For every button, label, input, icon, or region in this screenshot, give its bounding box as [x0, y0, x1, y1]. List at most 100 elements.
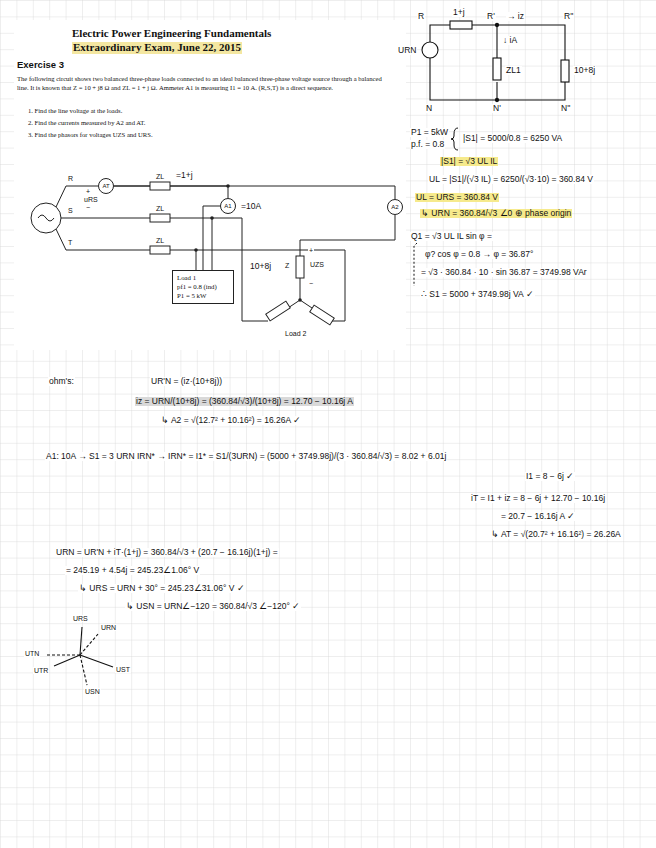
node-text: pf1 = 0.8 (ind)	[177, 283, 229, 292]
question-item: 3. Find the phasors for voltages UZS and…	[28, 132, 153, 139]
circuit-label: UTN	[24, 650, 40, 657]
wire	[61, 218, 150, 219]
highlighted-note: |S1| = √3 UL IL	[440, 157, 498, 166]
bracket	[414, 243, 417, 286]
phasor-diagram	[54, 655, 80, 666]
handwritten-note: A1: 10A → S1 = 3 URN IRN* → IRN* = I1* =…	[45, 452, 447, 461]
handwritten-note: φ? cos φ = 0.8 → φ = 36.87°	[424, 250, 534, 259]
handwritten-note: =1+j	[175, 171, 194, 180]
handwritten-note: URN	[397, 46, 417, 55]
handwritten-note: UL = |S1|/(√3 IL) = 6250/(√3·10) = 360.8…	[428, 175, 594, 184]
equivalent-circuit	[493, 58, 501, 80]
handwritten-note: N	[425, 104, 433, 113]
handwritten-note: URN = UR'N + iT·(1+j) = 360.84/√3 + (20.…	[55, 548, 279, 557]
handwritten-note: p.f. = 0.8	[410, 140, 445, 149]
circuit-label: URS	[72, 615, 89, 622]
resistor-symbol	[310, 305, 334, 325]
circuit-label: ZL	[155, 205, 165, 212]
node-text: A1	[224, 203, 231, 209]
circuit-label: T	[67, 239, 73, 246]
equivalent-circuit	[495, 23, 498, 26]
handwritten-note: = √3 · 360.84 · 10 · sin 36.87 = 3749.98…	[420, 268, 588, 277]
question-item: 1. Find the line voltage at the loads.	[28, 108, 122, 115]
equivalent-circuit	[430, 58, 565, 100]
handwritten-note: = 245.19 + 4.54j = 245.23∠1.06° V	[65, 566, 200, 575]
resistor-symbol	[150, 182, 334, 325]
equivalent-circuit	[422, 21, 569, 102]
node-text: Load 1	[177, 274, 229, 283]
circuit-label: ZL	[155, 237, 165, 244]
wire	[300, 215, 395, 256]
handwritten-note: I1 = 8 − 6j ✓	[525, 472, 575, 481]
highlighted-note: UL = URS = 360.84 V	[415, 193, 499, 202]
problem-statement: The following circuit shows two balanced…	[17, 75, 389, 92]
equivalent-circuit	[422, 42, 438, 58]
load-box: Load 1pf1 = 0.8 (ind)P1 = 5 kW	[172, 270, 234, 304]
equivalent-circuit	[450, 21, 472, 29]
circuit-label: Z	[284, 262, 290, 269]
wire	[56, 186, 395, 321]
equivalent-circuit	[472, 25, 565, 60]
resistor-symbol	[296, 256, 304, 278]
handwritten-note: ZL1	[505, 66, 522, 75]
ammeter-symbol: A2	[387, 199, 403, 215]
circuit-label: USN	[84, 688, 101, 695]
bracket	[414, 128, 458, 286]
source-symbol	[38, 215, 54, 221]
node-text: A2	[391, 204, 398, 210]
ammeter-symbol: AT	[98, 178, 114, 194]
handwritten-note: ↳ A2 = √(12.7² + 10.16²) = 16.26A ✓	[160, 416, 302, 425]
source-symbol	[31, 203, 61, 233]
junction-dot	[194, 248, 198, 252]
node-text: AT	[102, 183, 109, 189]
circuit-label: Load 2	[284, 330, 307, 337]
wire	[56, 229, 150, 250]
equivalent-circuit	[561, 60, 569, 82]
exercise-heading: Exercise 3	[17, 60, 64, 70]
handwritten-note: = 20.7 − 16.16j A ✓	[500, 512, 576, 521]
phasor-diagram	[80, 627, 82, 655]
phasor-diagram	[46, 654, 80, 655]
wire	[56, 186, 98, 207]
phasor-diagram	[46, 627, 113, 685]
junction-dot	[210, 216, 214, 220]
circuit-wire	[203, 206, 220, 270]
handwritten-note: ↳ AT = √(20.7² + 16.16²) = 26.26A	[490, 530, 622, 539]
handwritten-note: → iz	[506, 12, 525, 21]
handwritten-note: R'	[486, 12, 496, 21]
handwritten-note: 10+8j	[573, 66, 596, 75]
handwritten-note: ohm's:	[48, 377, 75, 386]
circuit-label: R	[67, 175, 74, 182]
phasor-diagram	[80, 634, 98, 655]
handwritten-note: R''	[563, 12, 574, 21]
pasted-exam	[14, 20, 406, 350]
handwritten-note: N''	[560, 104, 571, 113]
circuit-label: UST	[115, 666, 131, 673]
handwritten-note: P1 = 5kW	[410, 128, 449, 137]
wire	[212, 218, 213, 270]
bracket	[451, 128, 458, 150]
circuit-label: ZL	[155, 173, 165, 180]
ammeter-symbol: A1	[220, 198, 236, 214]
resistor-symbol	[150, 246, 170, 254]
handwritten-note: R	[417, 12, 425, 21]
circuit-label: +	[308, 247, 314, 254]
equivalent-circuit	[495, 98, 498, 101]
resistor-symbol	[266, 301, 290, 321]
handwritten-note: iT = I1 + iz = 8 − 6j + 12.70 − 10.16j	[470, 494, 606, 503]
handwritten-note: UR'N = (iz·(10+8j))	[150, 377, 223, 386]
circuit-label: +	[85, 188, 91, 195]
handwritten-note: |S1| = 5000/0.8 = 6250 VA	[462, 134, 563, 143]
equivalent-circuit	[496, 25, 497, 58]
equivalent-circuit	[430, 25, 450, 42]
junction-dot	[298, 298, 302, 302]
handwritten-note: N'	[492, 104, 502, 113]
circuit-label: UTR	[33, 667, 49, 674]
handwritten-note: Q1 = √3 UL IL sin φ =	[410, 232, 493, 241]
resistor-symbol	[150, 182, 170, 190]
node-text: P1 = 5 kW	[177, 292, 229, 301]
junction-dot	[226, 184, 230, 188]
